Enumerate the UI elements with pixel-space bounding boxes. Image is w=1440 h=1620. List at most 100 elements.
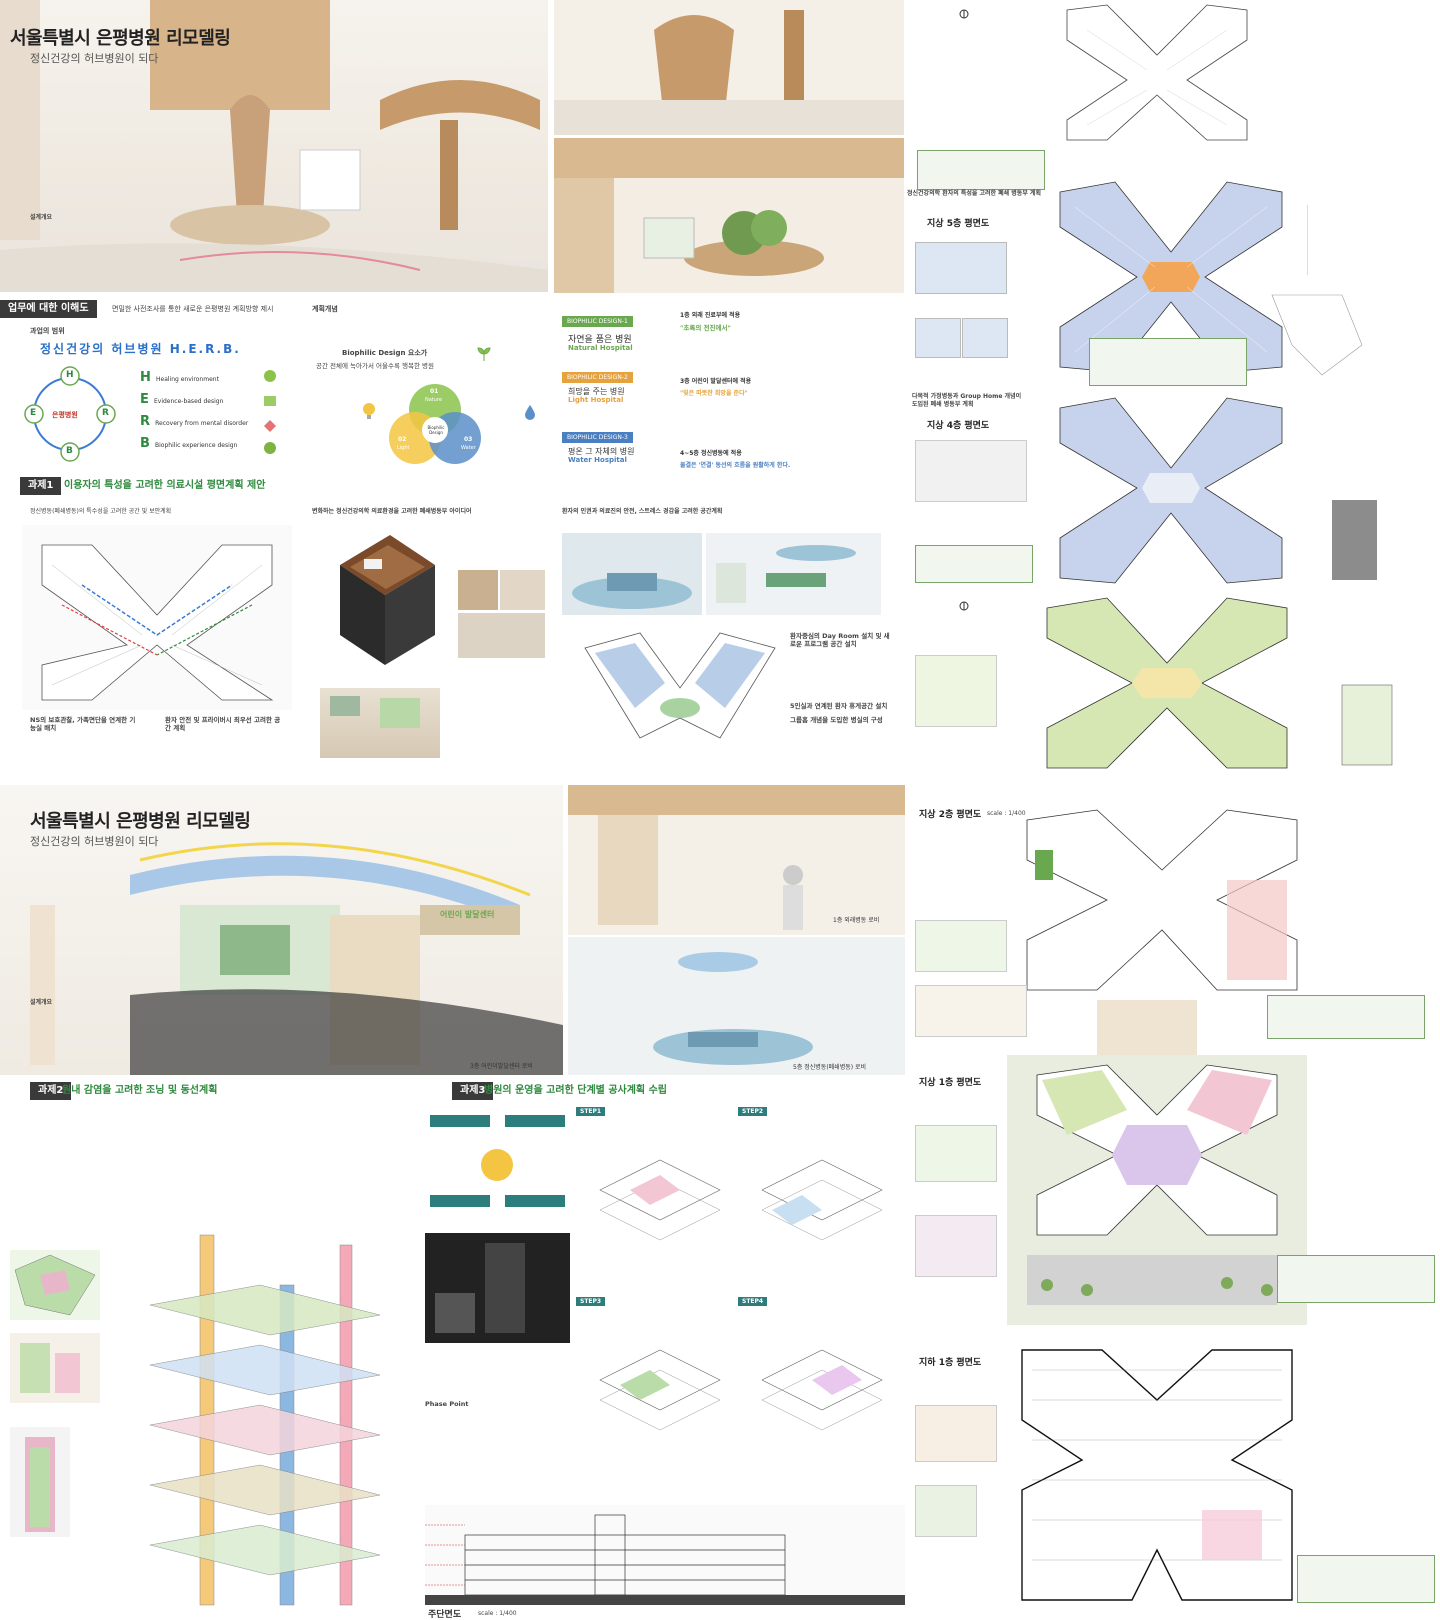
plan-3f-wing bbox=[1337, 680, 1397, 770]
construction-photo bbox=[425, 1233, 570, 1343]
venn-water-num: 03 bbox=[464, 436, 473, 443]
zoning-diagram-3 bbox=[10, 1427, 70, 1537]
floor1-label: 지상 1층 평면도 bbox=[919, 1078, 982, 1088]
room-render-window bbox=[320, 688, 440, 758]
step3-badge: STEP3 bbox=[576, 1297, 606, 1306]
design-badge-3: BIOPHILIC DESIGN-3 bbox=[562, 432, 633, 443]
plan-2f-detail-2 bbox=[915, 985, 1027, 1037]
plan-1f bbox=[1007, 1055, 1307, 1325]
venn-water-label: Water bbox=[461, 445, 476, 451]
plan-b1 bbox=[1002, 1340, 1312, 1610]
design-quote-1: "초록의 전진에서" bbox=[680, 324, 731, 332]
plan-3f-legend bbox=[1317, 600, 1427, 670]
room-axonometric bbox=[320, 525, 440, 675]
task3-band: 과제3 bbox=[452, 1082, 494, 1100]
plan-4f-detail bbox=[915, 440, 1027, 502]
herb-letter-h: H bbox=[66, 370, 74, 380]
plan-5f-note bbox=[1089, 338, 1247, 386]
water-drop-icon bbox=[524, 404, 536, 420]
plan-1f-legend bbox=[1302, 1075, 1427, 1135]
step2-badge: STEP2 bbox=[738, 1107, 768, 1116]
section-group-home: 다목적 가정병동과 Group Home 개념이 도입된 폐쇄 병동부 계획 bbox=[912, 393, 1022, 408]
herb-list: H Healing environment E Evidence-based d… bbox=[140, 366, 290, 454]
hero-render-child-center: 서울특별시 은평병원 리모델링 정신건강의 허브병원이 되다 어린이 발달센터 … bbox=[0, 785, 563, 1075]
zoning-diagram-1 bbox=[10, 1250, 100, 1320]
design-quote-2: "빛은 따뜻한 희망을 준다" bbox=[680, 390, 748, 397]
plan-5f bbox=[1045, 172, 1297, 382]
north-arrow-icon-2 bbox=[957, 596, 971, 611]
roof-note bbox=[917, 150, 1045, 190]
board-2: 정신건강의학 환자의 특성을 고려한 폐쇄 병동부 계획 지상 5층 평면도 다… bbox=[907, 0, 1440, 780]
herb-list-letter-e: E bbox=[140, 392, 149, 407]
plan-roof bbox=[1047, 0, 1267, 145]
rest-title: 5인실과 연계된 환자 휴게공간 설치 bbox=[790, 702, 888, 710]
design-badge-1: BIOPHILIC DESIGN-1 bbox=[562, 316, 633, 327]
board-3: 서울특별시 은평병원 리모델링 정신건강의 허브병원이 되다 어린이 발달센터 … bbox=[0, 785, 905, 1620]
ns-title: NS의 보호관찰, 가족면단을 연계한 기능실 배치 bbox=[30, 716, 136, 732]
child-center-sign: 어린이 발달센터 bbox=[440, 910, 495, 919]
floorB1-label: 지하 1층 평면도 bbox=[919, 1358, 982, 1368]
dayroom-plan bbox=[580, 628, 780, 753]
board3-title: 서울특별시 은평병원 리모델링 bbox=[30, 811, 251, 832]
hero-render-lobby: 서울특별시 은평병원 리모델링 정신건강의 허브병원이 되다 설계개요 bbox=[0, 0, 548, 292]
design-item-2: BIOPHILIC DESIGN-2 희망을 주는 병원 Light Hospi… bbox=[562, 372, 892, 428]
section-scale: scale : 1/400 bbox=[478, 1610, 517, 1617]
herb-diagram: H R B E 은평병원 bbox=[10, 364, 130, 464]
herb-letter-e: E bbox=[30, 408, 37, 418]
design-en-2: Light Hospital bbox=[568, 396, 624, 404]
room-detail-1 bbox=[458, 570, 498, 610]
herb-list-label-r: Recovery from mental disorder bbox=[155, 420, 249, 427]
section-closed-ward: 정신건강의학 환자의 특성을 고려한 폐쇄 병동부 계획 bbox=[907, 190, 1041, 197]
design-item-1: BIOPHILIC DESIGN-1 자연을 품은 병원 Natural Hos… bbox=[562, 312, 892, 372]
herb-list-label-h: Healing environment bbox=[155, 376, 219, 383]
caption-ward: 5층 정신병동(폐쇄병동) 로비 bbox=[793, 1064, 867, 1071]
north-arrow-icon bbox=[957, 4, 971, 19]
step1-badge: STEP1 bbox=[576, 1107, 606, 1116]
floor2-label: 지상 2층 평면도 bbox=[919, 810, 982, 820]
dayroom-title: 환자중심의 Day Room 설치 및 새로운 프로그램 공간 설치 bbox=[790, 632, 890, 648]
task2-title: 원내 감염을 고려한 조닝 및 동선계획 bbox=[62, 1085, 218, 1096]
section-title: 주단면도 bbox=[428, 1610, 462, 1620]
venn-center: Biophilic Design bbox=[427, 425, 445, 435]
design-floor-2: 3층 어린이 발달센터에 적용 bbox=[680, 378, 752, 385]
room-detail-3 bbox=[458, 613, 545, 658]
vertical-zoning-iso bbox=[140, 1225, 400, 1615]
plan-b1-detail-2 bbox=[915, 1485, 977, 1537]
design-badge-2: BIOPHILIC DESIGN-2 bbox=[562, 372, 633, 383]
venn-light-label: Light bbox=[397, 445, 410, 451]
overview-title: 설계개요 bbox=[30, 214, 53, 221]
zoning-diagram-2 bbox=[10, 1333, 100, 1403]
design-floor-3: 4~5층 정신병동에 적용 bbox=[680, 450, 742, 457]
board3-overview-title: 설계개요 bbox=[30, 999, 53, 1006]
plan-1f-detail-2 bbox=[915, 1215, 997, 1277]
herb-letter-r: R bbox=[102, 408, 109, 418]
herb-center: 은평병원 bbox=[52, 411, 78, 419]
board3-subtitle: 정신건강의 허브병원이 되다 bbox=[30, 835, 159, 848]
group-title: 그룹홈 개념을 도입한 병실의 구성 bbox=[790, 716, 883, 724]
venn-diagram: 01 Nature 02 Light 03 Water Biophilic De… bbox=[370, 378, 500, 468]
plan-3f bbox=[1017, 588, 1317, 778]
plan-5f-detail-2 bbox=[915, 318, 961, 358]
render-planter-lounge bbox=[554, 138, 904, 293]
herb-list-label-b: Biophilic experience design bbox=[155, 442, 238, 449]
floor2-scale: scale : 1/400 bbox=[987, 810, 1026, 817]
herb-list-letter-r: R bbox=[140, 414, 151, 429]
caption-child-lobby: 3층 어린이발달센터 로비 bbox=[470, 1063, 533, 1070]
plan-5f-detail-1 bbox=[915, 242, 1007, 294]
herb-list-label-e: Evidence-based design bbox=[153, 398, 224, 405]
step4-iso bbox=[752, 1340, 892, 1450]
floor-labels bbox=[360, 1245, 420, 1605]
plan-5f-legend bbox=[1307, 205, 1428, 275]
understanding-desc: 면밀한 사전조사를 통한 새로운 은평병원 계획방향 제시 bbox=[112, 305, 274, 313]
task1-sub3: 환자의 인권과 의료진의 안전, 스트레스 경감을 고려한 공간계획 bbox=[562, 508, 723, 515]
floor5-label: 지상 5층 평면도 bbox=[927, 219, 990, 229]
floor4-label: 지상 4층 평면도 bbox=[927, 421, 990, 431]
construction-flow bbox=[425, 1110, 570, 1225]
caption-outpatient: 1층 외래병동 로비 bbox=[833, 917, 880, 924]
plan-b1-note bbox=[1297, 1555, 1435, 1603]
plan-5f-detail-3 bbox=[962, 318, 1008, 358]
understanding-band: 업무에 대한 이해도 bbox=[0, 300, 97, 318]
board-4: 지상 2층 평면도 scale : 1/400 지상 1층 평면도 bbox=[907, 785, 1440, 1620]
ward-plan-x bbox=[22, 525, 292, 710]
room-detail-2 bbox=[500, 570, 545, 610]
